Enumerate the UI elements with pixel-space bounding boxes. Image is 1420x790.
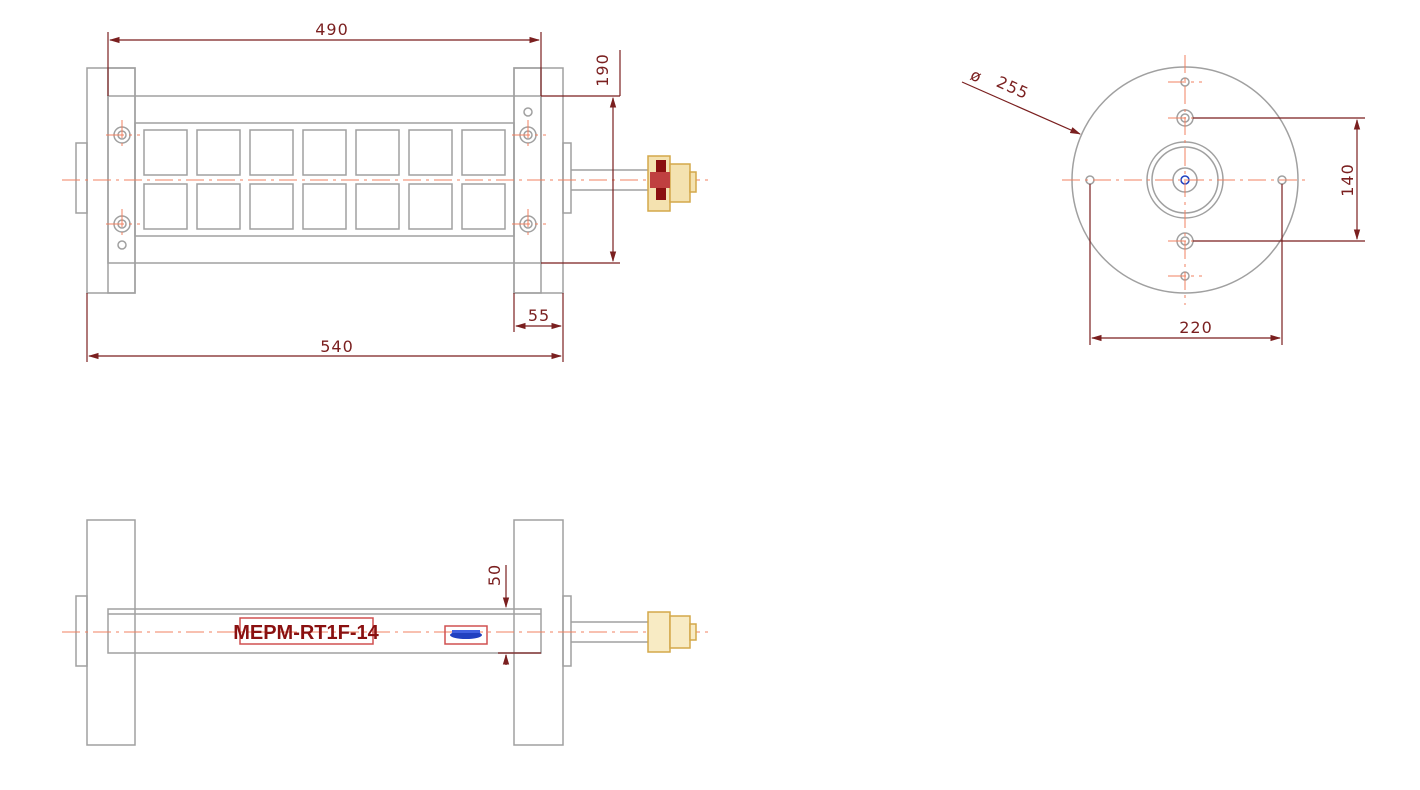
right-nub: [562, 142, 572, 214]
top-connector: [647, 611, 697, 653]
logo-badge: [444, 625, 488, 645]
top-dimensions: [498, 565, 541, 665]
dim-50: 50: [485, 564, 504, 586]
dim-190: 190: [593, 53, 612, 87]
dim-140: 140: [1338, 163, 1357, 197]
front-dimensions: [86, 32, 621, 362]
dim-diameter-prefix: ø: [968, 65, 986, 87]
dim-540: 540: [320, 337, 354, 356]
front-centerlines: [62, 120, 712, 239]
window-grid: [143, 129, 506, 230]
dim-55: 55: [528, 306, 550, 325]
dim-490: 490: [315, 20, 349, 39]
front-bolt-holes: [113, 107, 537, 250]
dim-220: 220: [1179, 318, 1213, 337]
nameplate-text: MEPM-RT1F-14: [233, 622, 379, 644]
front-connector: [647, 155, 697, 212]
side-dimensions: [961, 81, 1365, 345]
top-left-nub: [75, 595, 88, 667]
left-nub: [75, 142, 88, 214]
top-body: [107, 608, 542, 654]
side-centerlines: [1062, 55, 1308, 305]
top-right-nub: [562, 595, 572, 667]
nameplate-box: [239, 617, 374, 645]
